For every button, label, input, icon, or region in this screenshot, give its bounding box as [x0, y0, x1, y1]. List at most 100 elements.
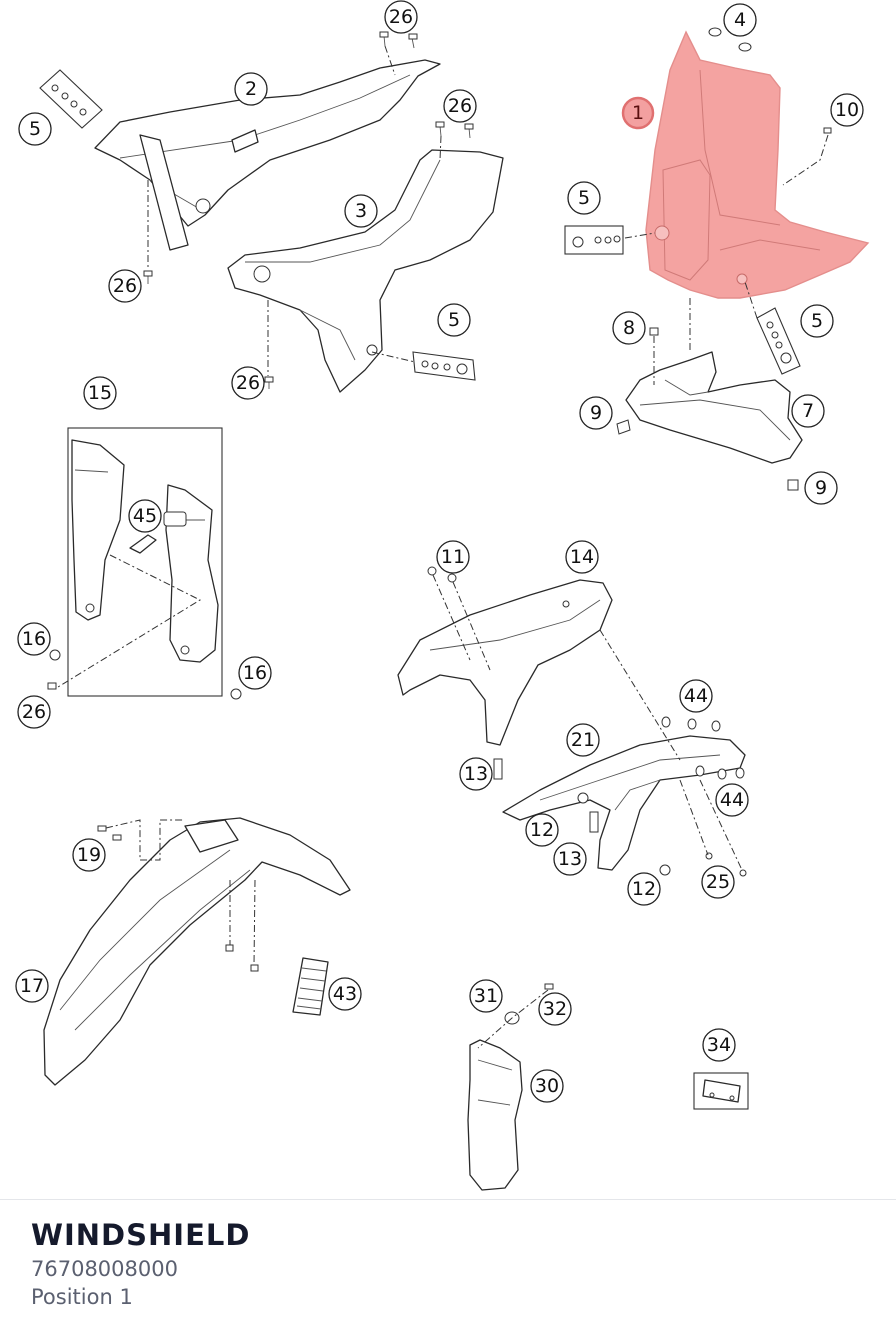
- callout-31[interactable]: 31: [469, 979, 503, 1013]
- svg-text:45: 45: [133, 505, 157, 527]
- svg-text:32: 32: [543, 998, 567, 1020]
- callout-2[interactable]: 2: [234, 72, 268, 106]
- callout-13-b[interactable]: 13: [553, 842, 587, 876]
- svg-text:44: 44: [684, 685, 708, 707]
- part-17-front-fender[interactable]: [43, 817, 351, 1086]
- svg-text:12: 12: [530, 819, 554, 841]
- selected-part-panel: WINDSHIELD 76708008000 Position 1: [0, 1199, 896, 1336]
- part-15-fork-protector-right[interactable]: [165, 484, 219, 663]
- part-5-hardware-pack-b[interactable]: [564, 225, 624, 255]
- svg-text:16: 16: [243, 662, 267, 684]
- part-5-hardware-pack-d[interactable]: [756, 307, 801, 375]
- callout-10[interactable]: 10: [830, 93, 864, 127]
- svg-text:31: 31: [474, 985, 498, 1007]
- callout-11[interactable]: 11: [436, 540, 470, 574]
- part-15-group-frame: [67, 427, 223, 697]
- callout-7[interactable]: 7: [791, 394, 825, 428]
- part-21-bracket[interactable]: [502, 735, 746, 871]
- callout-44-a[interactable]: 44: [679, 679, 713, 713]
- svg-text:26: 26: [22, 701, 46, 723]
- callout-26-b[interactable]: 26: [443, 89, 477, 123]
- svg-text:5: 5: [811, 310, 823, 332]
- part-2-side-cover[interactable]: [94, 59, 441, 251]
- svg-text:5: 5: [29, 118, 41, 140]
- svg-text:26: 26: [236, 372, 260, 394]
- callout-30[interactable]: 30: [530, 1069, 564, 1103]
- part-5-hardware-pack-a[interactable]: [39, 69, 103, 129]
- callout-15[interactable]: 15: [83, 376, 117, 410]
- callout-16-a[interactable]: 16: [17, 622, 51, 656]
- callout-25[interactable]: 25: [701, 865, 735, 899]
- svg-text:43: 43: [333, 983, 357, 1005]
- svg-text:25: 25: [706, 871, 730, 893]
- callout-3[interactable]: 3: [344, 194, 378, 228]
- callout-9-a[interactable]: 9: [579, 396, 613, 430]
- svg-text:15: 15: [88, 382, 112, 404]
- part-45-clamp[interactable]: [129, 511, 187, 554]
- part-14-mudguard[interactable]: [397, 579, 613, 746]
- callout-43[interactable]: 43: [328, 977, 362, 1011]
- callout-26-a[interactable]: 26: [384, 0, 418, 34]
- svg-text:34: 34: [707, 1034, 731, 1056]
- svg-text:30: 30: [535, 1075, 559, 1097]
- callout-12-b[interactable]: 12: [627, 872, 661, 906]
- svg-text:12: 12: [632, 878, 656, 900]
- svg-text:11: 11: [441, 546, 465, 568]
- callout-4[interactable]: 4: [723, 3, 757, 37]
- part-1-windshield[interactable]: [645, 30, 870, 299]
- part-15-fork-protector-left[interactable]: [71, 439, 125, 621]
- svg-text:2: 2: [245, 78, 257, 100]
- svg-text:7: 7: [802, 400, 814, 422]
- callout-26-d[interactable]: 26: [231, 366, 265, 400]
- part-43-sticker[interactable]: [292, 957, 329, 1016]
- svg-text:3: 3: [355, 200, 367, 222]
- callout-17[interactable]: 17: [15, 969, 49, 1003]
- part-name: WINDSHIELD: [31, 1218, 251, 1252]
- callout-32[interactable]: 32: [538, 992, 572, 1026]
- svg-text:13: 13: [558, 848, 582, 870]
- callout-13-a[interactable]: 13: [459, 757, 493, 791]
- svg-text:10: 10: [835, 99, 859, 121]
- callout-14[interactable]: 14: [565, 540, 599, 574]
- callout-16-b[interactable]: 16: [238, 656, 272, 690]
- callout-8[interactable]: 8: [612, 311, 646, 345]
- callout-45[interactable]: 45: [128, 499, 162, 533]
- svg-text:1: 1: [632, 102, 644, 124]
- part-number: 76708008000: [31, 1257, 178, 1281]
- svg-text:44: 44: [720, 789, 744, 811]
- svg-text:16: 16: [22, 628, 46, 650]
- svg-text:5: 5: [578, 187, 590, 209]
- callout-26-c[interactable]: 26: [108, 269, 142, 303]
- callout-9-b[interactable]: 9: [804, 471, 838, 505]
- svg-text:13: 13: [464, 763, 488, 785]
- svg-text:21: 21: [571, 729, 595, 751]
- callout-5-d[interactable]: 5: [800, 304, 834, 338]
- svg-text:14: 14: [570, 546, 594, 568]
- part-position: Position 1: [31, 1285, 133, 1309]
- svg-text:8: 8: [623, 317, 635, 339]
- svg-text:9: 9: [590, 402, 602, 424]
- callout-5-c[interactable]: 5: [437, 303, 471, 337]
- callout-12-a[interactable]: 12: [525, 813, 559, 847]
- callout-21[interactable]: 21: [566, 723, 600, 757]
- callout-26-e[interactable]: 26: [17, 695, 51, 729]
- callout-19[interactable]: 19: [72, 838, 106, 872]
- part-34-plate[interactable]: [693, 1072, 749, 1110]
- callout-34[interactable]: 34: [702, 1028, 736, 1062]
- part-30-fork-guard[interactable]: [467, 1039, 523, 1191]
- part-3-side-cover[interactable]: [227, 149, 504, 393]
- svg-text:26: 26: [448, 95, 472, 117]
- callout-44-b[interactable]: 44: [715, 783, 749, 817]
- part-7-bracket[interactable]: [625, 351, 803, 464]
- svg-text:26: 26: [113, 275, 137, 297]
- svg-text:17: 17: [20, 975, 44, 997]
- svg-text:4: 4: [734, 9, 746, 31]
- callout-5-a[interactable]: 5: [18, 112, 52, 146]
- small-fasteners: [47, 27, 832, 1025]
- part-5-hardware-pack-c[interactable]: [412, 351, 476, 381]
- svg-text:26: 26: [389, 6, 413, 28]
- callout-1[interactable]: 1: [621, 96, 655, 130]
- svg-text:19: 19: [77, 844, 101, 866]
- callout-5-b[interactable]: 5: [567, 181, 601, 215]
